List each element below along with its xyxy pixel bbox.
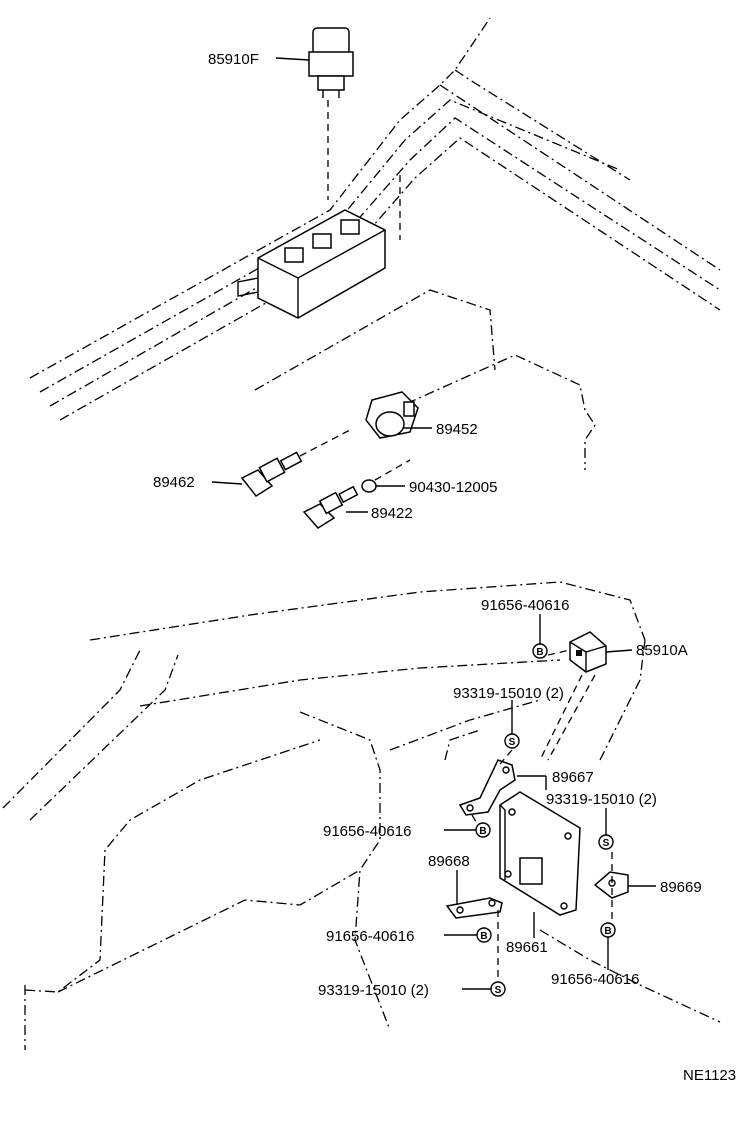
label-89452: 89452 xyxy=(436,421,478,438)
label-91656-right: 91656-40616 xyxy=(551,971,639,988)
svg-text:S: S xyxy=(509,737,516,748)
sensor-89462 xyxy=(240,429,351,497)
screw-marker-bottom: S xyxy=(490,981,506,997)
sensor-89452 xyxy=(365,391,419,439)
svg-text:B: B xyxy=(480,931,487,942)
svg-text:B: B xyxy=(536,647,543,658)
lower-leaders xyxy=(444,614,656,990)
label-89661: 89661 xyxy=(506,939,548,956)
label-91656-lower: 91656-40616 xyxy=(326,928,414,945)
label-89422: 89422 xyxy=(371,505,413,522)
relay-block xyxy=(237,209,386,319)
bolt-marker-left: B xyxy=(475,822,491,838)
label-93319-right: 93319-15010 (2) xyxy=(546,791,657,808)
svg-text:S: S xyxy=(495,985,502,996)
bracket-89667 xyxy=(458,759,516,816)
label-85910a: 85910A xyxy=(636,642,688,659)
label-91656-top: 91656-40616 xyxy=(481,597,569,614)
label-93319-top: 93319-15010 (2) xyxy=(453,685,564,702)
sensor-89422 xyxy=(302,485,359,529)
label-89667: 89667 xyxy=(552,769,594,786)
screw-marker-top: S xyxy=(504,733,520,749)
svg-text:B: B xyxy=(604,926,611,937)
bracket-89668 xyxy=(445,897,503,919)
label-85910f: 85910F xyxy=(208,51,259,68)
bolt-marker-top: B xyxy=(532,643,548,659)
label-89462: 89462 xyxy=(153,474,195,491)
part-labels: 85910F 89452 89462 90430-12005 89422 916… xyxy=(153,51,736,1084)
label-91656-left: 91656-40616 xyxy=(323,823,411,840)
gasket-90430 xyxy=(361,459,411,493)
svg-text:B: B xyxy=(479,826,486,837)
label-89668: 89668 xyxy=(428,853,470,870)
relay-85910a xyxy=(539,631,633,761)
label-89669: 89669 xyxy=(660,879,702,896)
screw-marker-right: S xyxy=(598,834,614,850)
bolt-marker-lower: B xyxy=(476,927,492,943)
drawing-code: NE1123 xyxy=(683,1067,736,1084)
svg-text:S: S xyxy=(603,838,610,849)
bolt-marker-right: B xyxy=(600,922,616,938)
upper-leaders xyxy=(211,57,432,513)
ecu-89661 xyxy=(499,791,581,916)
dashboard-outline xyxy=(2,581,721,1050)
label-90430: 90430-12005 xyxy=(409,479,497,496)
relay-85910f xyxy=(308,27,354,200)
label-93319-bottom: 93319-15010 (2) xyxy=(318,982,429,999)
